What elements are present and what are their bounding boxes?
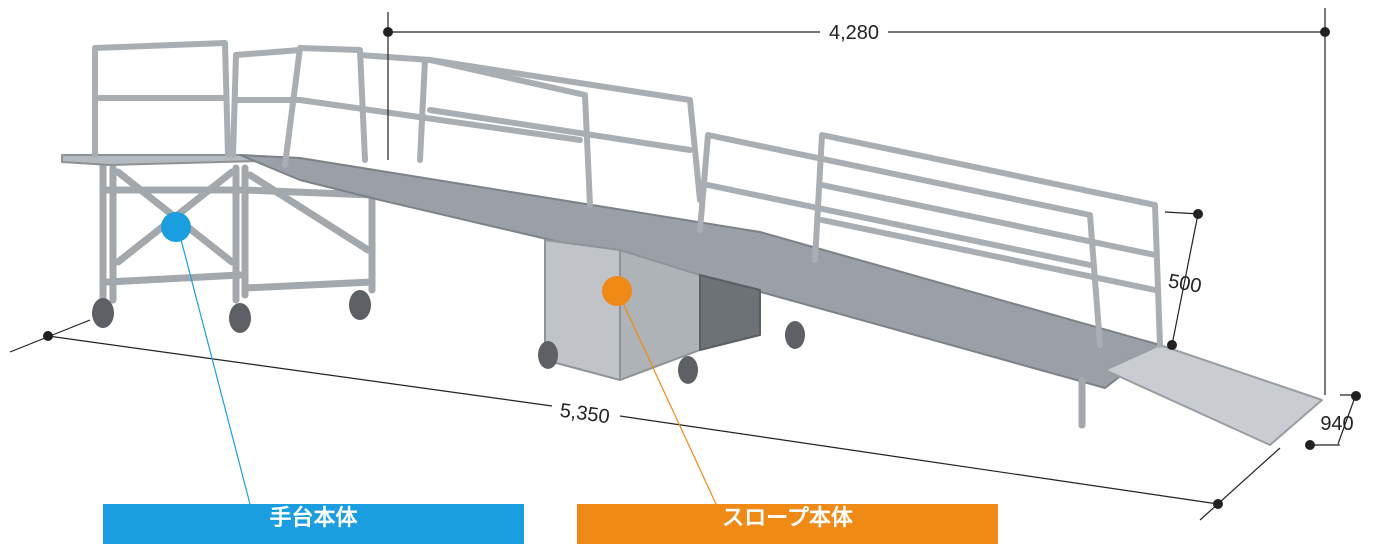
stage-marker [161, 212, 191, 242]
dim-slope-length: 4,280 [829, 22, 879, 44]
slope-label: スロープ本体 [577, 504, 998, 544]
slope-deck [239, 154, 1161, 389]
stage-casters [92, 290, 371, 333]
callout-slope [602, 276, 717, 505]
slope-marker [602, 276, 632, 306]
callout-stage [161, 212, 251, 505]
handrails [92, 40, 1163, 348]
tip-plate [1104, 344, 1323, 446]
dim-height: 500 [1166, 270, 1203, 297]
stage-deck [61, 154, 301, 166]
stage-label: 手台本体 [103, 504, 524, 544]
dimension-dots [43, 27, 1361, 509]
slope-support [538, 239, 805, 384]
dim-width: 940 [1320, 413, 1353, 435]
ramp-illustration [61, 40, 1323, 446]
stage-frame [99, 161, 376, 304]
ramp-diagram: 4,280 5,350 500 940 [9, 8, 1361, 521]
dim-overall-length: 5,350 [558, 400, 611, 429]
